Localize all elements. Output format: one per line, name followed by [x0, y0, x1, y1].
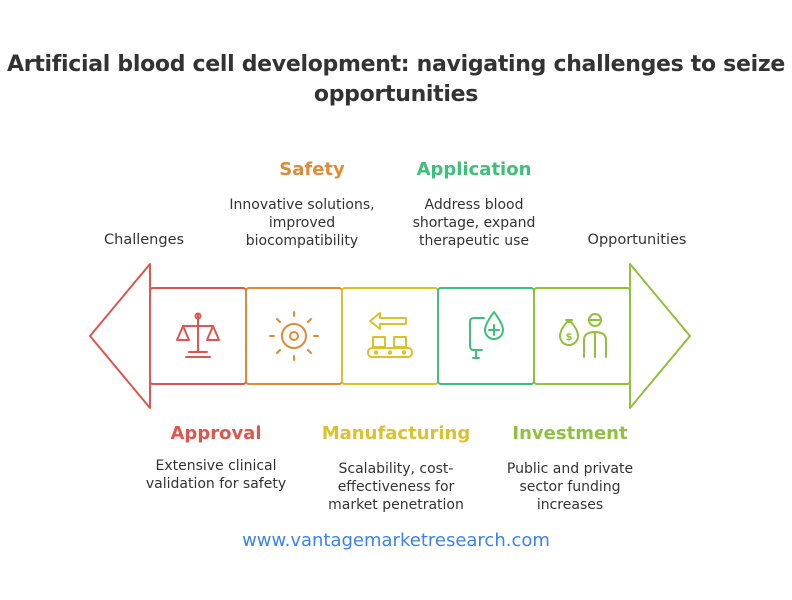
opportunities-label: Opportunities	[587, 232, 687, 248]
footer-url[interactable]: www.vantagemarketresearch.com	[242, 530, 550, 551]
desc-safety: Innovative solutions, improved biocompat…	[217, 196, 387, 250]
desc-approval: Extensive clinical validation for safety	[131, 457, 301, 493]
desc-safety-line-1: Innovative solutions,	[229, 197, 375, 213]
left-arrowhead	[89, 263, 151, 409]
desc-manufacturing-line-2: effectiveness for	[337, 479, 455, 495]
heading-approval: Approval	[170, 423, 262, 444]
segment-safety	[245, 287, 343, 385]
desc-investment-line-1: Public and private	[506, 461, 634, 477]
desc-investment: Public and private sector funding increa…	[485, 460, 655, 514]
segment-investment	[533, 287, 631, 385]
desc-manufacturing-line-3: market penetration	[328, 497, 464, 513]
challenges-label: Challenges	[104, 232, 185, 248]
desc-approval-line-1: Extensive clinical	[155, 458, 277, 474]
desc-safety-line-2: improved	[268, 215, 336, 231]
title-line-2: opportunities	[313, 82, 479, 107]
title-line-1: Artificial blood cell development: navig…	[7, 52, 785, 77]
conveyor-icon	[367, 312, 413, 358]
desc-application: Address blood shortage, expand therapeut…	[389, 196, 559, 250]
desc-investment-line-3: increases	[536, 497, 604, 513]
desc-application-line-2: shortage, expand	[412, 215, 536, 231]
segment-manufacturing	[341, 287, 439, 385]
heading-manufacturing: Manufacturing	[321, 423, 471, 444]
investor-icon: $	[559, 313, 607, 358]
desc-investment-line-2: sector funding	[519, 479, 621, 495]
desc-safety-line-3: biocompatibility	[245, 233, 359, 249]
page-title: Artificial blood cell development: navig…	[0, 50, 792, 110]
desc-application-line-3: therapeutic use	[419, 233, 529, 249]
scales-icon	[176, 312, 220, 358]
sun-virus-icon	[269, 311, 319, 361]
right-arrowhead	[629, 263, 691, 409]
heading-application: Application	[416, 159, 532, 180]
svg-text:$: $	[566, 332, 573, 343]
desc-manufacturing: Scalability, cost- effectiveness for mar…	[311, 460, 481, 514]
heading-safety: Safety	[279, 159, 345, 180]
heading-investment: Investment	[512, 423, 628, 444]
desc-application-line-1: Address blood	[424, 197, 524, 213]
desc-approval-line-2: validation for safety	[145, 476, 287, 492]
desc-manufacturing-line-1: Scalability, cost-	[338, 461, 454, 477]
blood-bag-icon	[469, 311, 504, 359]
